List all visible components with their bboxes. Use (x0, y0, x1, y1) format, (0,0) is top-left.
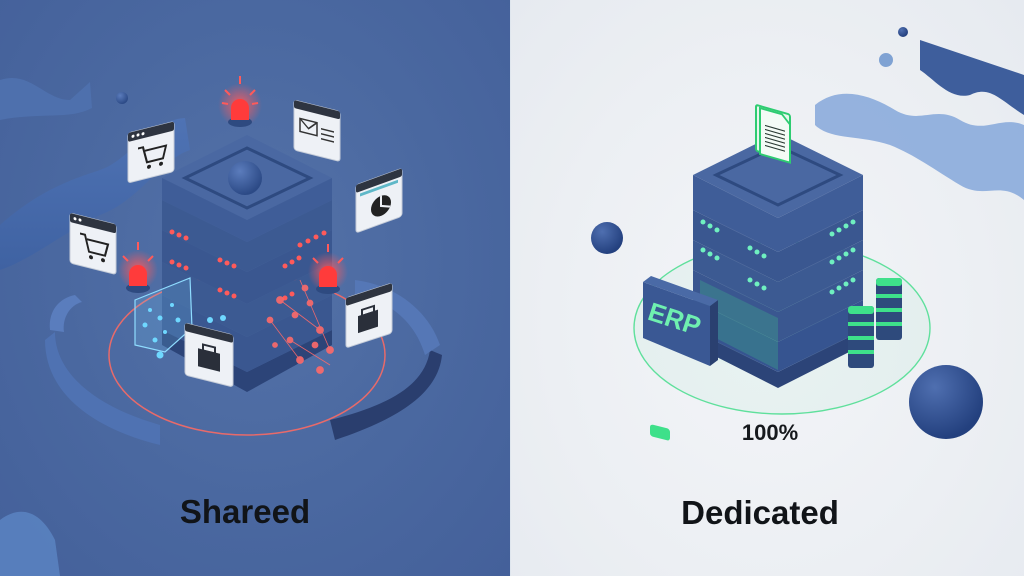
alert-light-icon (118, 242, 158, 293)
shield-data-panel (134, 277, 226, 359)
alert-light-icon (308, 244, 348, 294)
app-window-toolbox-icon (184, 323, 234, 387)
dedicated-server (693, 133, 863, 388)
large-sphere (909, 365, 983, 439)
wave-decoration (815, 40, 1024, 200)
dedicated-panel: ERP 100% Dedicated (511, 0, 1024, 576)
shared-server (162, 135, 332, 392)
app-window-cart-icon (127, 121, 175, 183)
app-window-email-icon (293, 100, 341, 162)
overload-network (266, 279, 334, 374)
app-window-cart-icon (69, 213, 117, 275)
sphere (591, 222, 623, 254)
dedicated-label: Dedicated (681, 494, 839, 531)
small-sphere (116, 92, 128, 104)
usage-percentage: 100% (741, 420, 799, 445)
app-window-toolbox-icon (345, 283, 393, 348)
small-sphere (879, 53, 893, 67)
document-icon (755, 104, 791, 164)
alert-light-icon (218, 76, 262, 127)
dedicated-illustration: ERP (591, 27, 1024, 441)
storage-pillar (876, 278, 902, 340)
shared-panel: Shareed (0, 0, 511, 576)
small-sphere (898, 27, 908, 37)
erp-badge: ERP (643, 276, 718, 441)
shared-illustration (0, 76, 442, 576)
storage-pillar (848, 306, 874, 368)
app-window-chart-icon (355, 168, 403, 233)
shared-label: Shareed (179, 493, 311, 530)
